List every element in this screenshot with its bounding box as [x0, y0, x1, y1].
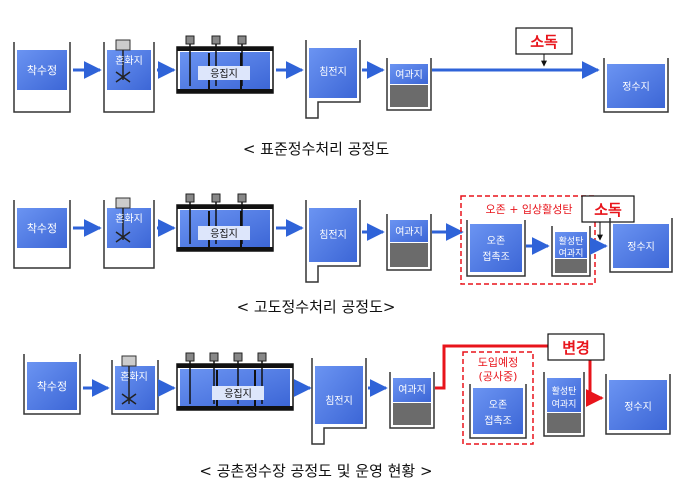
bypass-route	[435, 344, 604, 407]
disinfection-callout: 소독	[581, 195, 635, 241]
clearwell-label: 정수지	[624, 401, 652, 413]
disinfection-label: 소독	[594, 201, 622, 219]
gac-label-1: 활성탄	[552, 385, 577, 397]
clearwell-tank: 정수지	[609, 218, 673, 273]
intake-tank: 착수정	[13, 42, 71, 113]
filter-label: 여과지	[398, 384, 426, 396]
mixing-label: 혼화지	[120, 370, 148, 383]
floc-tank: 응집지	[176, 193, 274, 252]
planned-label-2: (공사중)	[479, 370, 518, 383]
caption-advanced: < 고도정수처리 공정도>	[237, 298, 396, 316]
caption-gongchon: < 공촌정수장 공정도 및 운영 현황 >	[199, 462, 432, 480]
intake-tank: 착수정	[23, 354, 81, 415]
gac-label-1: 활성탄	[559, 235, 584, 247]
gac-filter-tank: 활성탄 여과지	[543, 372, 585, 437]
clearwell-label: 정수지	[622, 81, 650, 93]
sedimentation-tank: 침전지	[305, 40, 361, 119]
filter-tank: 여과지	[389, 372, 435, 429]
floc-tank: 응집지	[176, 35, 274, 94]
intake-label: 착수정	[27, 64, 57, 77]
ozone-label-1: 오존	[487, 235, 505, 247]
change-callout: 변경	[547, 333, 605, 361]
filter-label: 여과지	[395, 69, 423, 81]
filter-label: 여과지	[395, 226, 423, 238]
clearwell-tank: 정수지	[603, 58, 669, 113]
row-advanced: 착수정 혼화지 응집지	[13, 193, 673, 316]
mixing-label: 혼화지	[115, 54, 143, 67]
disinfection-callout: 소독	[515, 27, 573, 67]
intake-label: 착수정	[37, 380, 67, 393]
mixing-tank: 혼화지	[103, 39, 155, 113]
ozone-label-2: 접촉조	[484, 415, 512, 427]
mixing-label: 혼화지	[115, 212, 143, 225]
clearwell-tank: 정수지	[605, 374, 671, 435]
intake-label: 착수정	[27, 222, 57, 235]
sedimentation-label: 침전지	[319, 66, 347, 78]
floc-label: 응집지	[210, 228, 238, 240]
disinfection-label: 소독	[530, 33, 558, 51]
sedimentation-label: 침전지	[325, 395, 353, 407]
filter-tank: 여과지	[386, 214, 432, 271]
sedimentation-tank: 침전지	[305, 200, 361, 283]
row-standard: 착수정 혼화지 응집지	[13, 27, 669, 158]
ozone-label-2: 접촉조	[482, 251, 510, 263]
planned-ozone-box: 도입예정 (공사중) 오존 접촉조	[462, 351, 534, 445]
mixing-tank: 혼화지	[111, 355, 159, 415]
intake-tank: 착수정	[13, 200, 71, 269]
advanced-treatment-box: 오존 + 입상활성탄 오존 접촉조 활성탄 여과지	[460, 195, 596, 285]
filter-tank: 여과지	[386, 58, 432, 111]
sedimentation-label: 침전지	[319, 229, 347, 241]
caption-standard: < 표준정수처리 공정도	[243, 140, 390, 158]
row-gongchon: 착수정 혼화지 응집지	[23, 333, 671, 480]
ozone-label-1: 오존	[489, 399, 507, 411]
gac-label-2: 여과지	[552, 398, 577, 410]
gac-label-2: 여과지	[559, 247, 584, 259]
sedimentation-tank: 침전지	[311, 358, 367, 445]
floc-label: 응집지	[224, 388, 252, 400]
clearwell-label: 정수지	[627, 241, 655, 253]
planned-label-1: 도입예정	[478, 356, 518, 369]
floc-tank: 응집지	[176, 352, 294, 411]
change-label: 변경	[562, 339, 590, 357]
advanced-label: 오존 + 입상활성탄	[485, 202, 572, 216]
mixing-tank: 혼화지	[103, 197, 155, 269]
floc-label: 응집지	[210, 68, 238, 80]
